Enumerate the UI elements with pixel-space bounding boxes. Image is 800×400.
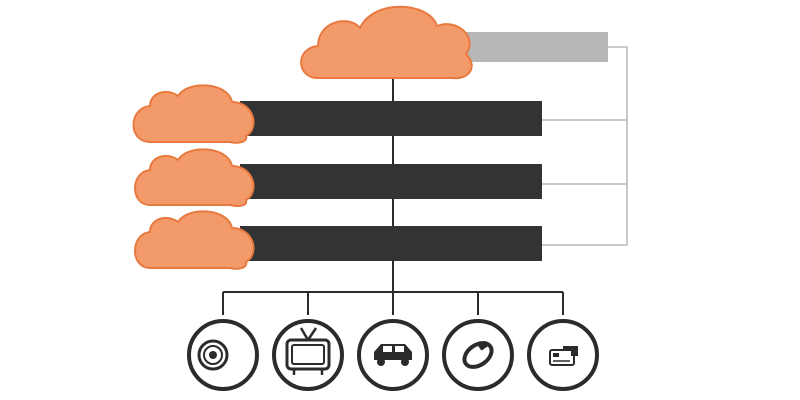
side-connector: [542, 46, 628, 246]
tv-icon: [272, 319, 344, 391]
layer-cloud-icon: [134, 210, 255, 270]
layer-bar: [240, 101, 542, 136]
wristband-icon: [442, 319, 514, 391]
top-gray-bar: [460, 32, 608, 62]
card-payment-icon: [527, 319, 599, 391]
disc-icon: [187, 319, 259, 391]
layer-cloud-icon: [132, 84, 255, 144]
layer-bar: [240, 226, 542, 261]
layer-bar: [240, 164, 542, 199]
top-cloud-icon: [300, 5, 473, 80]
car-icon: [357, 319, 429, 391]
layer-cloud-icon: [134, 148, 255, 207]
